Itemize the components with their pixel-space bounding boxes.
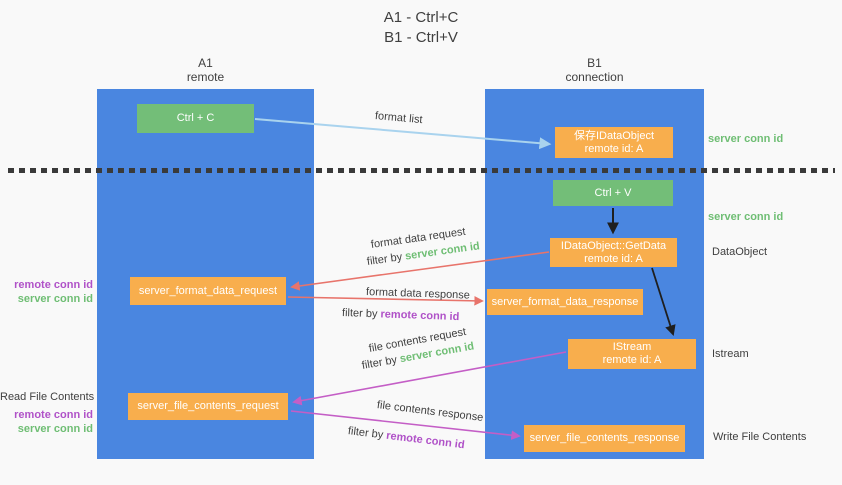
istream-line2: remote id: A bbox=[602, 354, 662, 366]
right-column-role: connection bbox=[565, 70, 624, 84]
ctrl-c-label: Ctrl + C bbox=[176, 112, 215, 124]
filter-by-text: filter by bbox=[341, 307, 378, 321]
filter-by-text: filter by bbox=[360, 353, 398, 372]
server-file-contents-response-label: server_file_contents_response bbox=[529, 432, 680, 444]
right-column-header: B1 connection bbox=[485, 56, 704, 84]
title-line-1: A1 - Ctrl+C bbox=[383, 9, 459, 26]
server-file-contents-request-label: server_file_contents_request bbox=[137, 400, 279, 412]
server-file-contents-response-node: server_file_contents_response bbox=[524, 425, 685, 452]
server-format-data-request-node: server_format_data_request bbox=[130, 277, 286, 305]
ctrl-v-label: Ctrl + V bbox=[594, 186, 632, 199]
getdata-line2: remote id: A bbox=[584, 252, 643, 265]
server-format-data-response-node: server_format_data_response bbox=[487, 289, 643, 315]
istream-line1: IStream bbox=[612, 341, 652, 353]
title-line-2: B1 - Ctrl+V bbox=[384, 29, 458, 46]
left-conn-id-stack-bottom: Read File Contents remote conn id server… bbox=[0, 390, 95, 436]
remote-conn-id-text: remote conn id bbox=[380, 308, 460, 324]
left-column-role: remote bbox=[186, 70, 225, 84]
server-file-contents-request-node: server_file_contents_request bbox=[128, 393, 288, 420]
server-format-data-request-label: server_format_data_request bbox=[138, 284, 278, 297]
server-format-data-response-label: server_format_data_response bbox=[491, 295, 639, 308]
left-column-header: A1 remote bbox=[97, 56, 314, 84]
format-response-filter-label: filter by remote conn id bbox=[342, 307, 460, 323]
machine-boundary-dotted-line bbox=[8, 168, 835, 173]
server-conn-id-annotation-mid: server conn id bbox=[708, 211, 784, 223]
filter-by-text: filter by bbox=[347, 425, 384, 442]
right-column-name: B1 bbox=[587, 56, 602, 70]
server-conn-id-annotation-left-bottom: server conn id bbox=[17, 423, 93, 435]
remote-conn-id-text: remote conn id bbox=[385, 429, 466, 452]
istream-annotation: Istream bbox=[712, 348, 749, 360]
file-contents-response-label: file contents response bbox=[376, 399, 484, 424]
format-data-response-label: format data response bbox=[365, 286, 471, 302]
save-idataobject-node: 保存IDataObject remote id: A bbox=[555, 127, 673, 158]
write-file-contents-annotation: Write File Contents bbox=[713, 431, 807, 443]
ctrl-c-node: Ctrl + C bbox=[137, 104, 254, 133]
save-idataobject-line1: 保存IDataObject bbox=[573, 129, 655, 142]
left-conn-id-stack-top: remote conn id server conn id bbox=[0, 278, 93, 306]
left-column-name: A1 bbox=[198, 56, 213, 70]
getdata-node: IDataObject::GetData remote id: A bbox=[550, 238, 677, 267]
filter-by-text: filter by bbox=[366, 251, 403, 268]
read-file-contents-annotation: Read File Contents bbox=[0, 391, 95, 403]
remote-conn-id-annotation-left-bottom: remote conn id bbox=[14, 409, 93, 421]
diagram-title: A1 - Ctrl+C B1 - Ctrl+V bbox=[0, 8, 842, 48]
getdata-line1: IDataObject::GetData bbox=[560, 239, 667, 252]
server-conn-id-annotation-left-top: server conn id bbox=[17, 293, 93, 305]
dataobject-annotation: DataObject bbox=[712, 246, 768, 258]
save-idataobject-line2: remote id: A bbox=[584, 142, 644, 155]
server-conn-id-annotation-top: server conn id bbox=[708, 133, 784, 145]
format-list-label: format list bbox=[374, 110, 424, 127]
istream-node: IStream remote id: A bbox=[568, 339, 696, 369]
file-response-filter-label: filter by remote conn id bbox=[347, 425, 465, 451]
ctrl-v-node: Ctrl + V bbox=[553, 180, 673, 206]
remote-conn-id-annotation-left-top: remote conn id bbox=[14, 279, 93, 291]
